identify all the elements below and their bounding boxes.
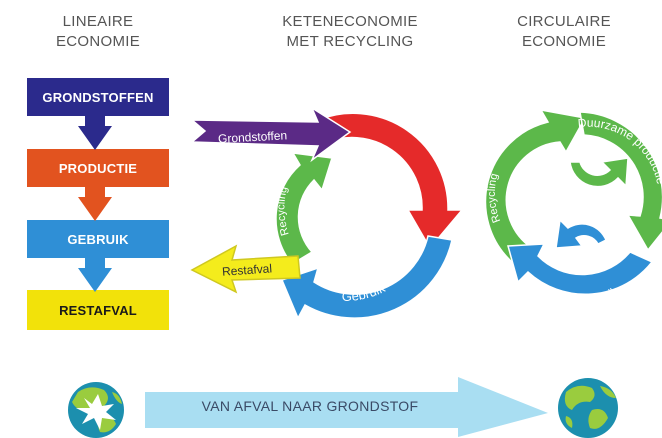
globe-right-icon <box>558 378 618 438</box>
circular-economy-title: CIRCULAIRE ECONOMIE <box>464 12 662 52</box>
chain-input-label: Grondstoffen <box>218 128 288 146</box>
chain-restafval-arrow <box>190 244 301 294</box>
linear-title-line2: ECONOMIE <box>55 33 141 50</box>
chain-title-line2: MET RECYCLING <box>286 33 414 50</box>
chain-recycling-label: Recycling <box>275 185 291 237</box>
chain-cycle: Grondstoffen Restafval Productie Gebruik… <box>189 106 464 320</box>
circular-cycle: Duurzame productie Duurzaam gebruik Recy… <box>484 108 662 308</box>
linear-title-line1: LINEAIRE <box>62 13 134 30</box>
linear-step-grondstoffen: GRONDSTOFFEN <box>27 78 169 116</box>
chain-recycling-arc <box>275 152 333 265</box>
down-arrow-2 <box>78 187 112 221</box>
circular-productie-arc <box>579 111 662 252</box>
chain-productie-arc <box>317 112 464 250</box>
circular-gebruik-arc <box>507 243 654 295</box>
linear-step-gebruik: GEBRUIK <box>27 220 169 258</box>
chain-economy-title: KETENECONOMIE MET RECYCLING <box>250 12 450 52</box>
globe-left-icon <box>68 382 124 438</box>
waste-to-resource-arrow <box>145 377 548 437</box>
down-arrow-1 <box>78 116 112 150</box>
circular-title-line2: ECONOMIE <box>521 33 607 50</box>
linear-economy-title: LINEAIRE ECONOMIE <box>0 12 198 52</box>
inner-blue-loop-icon <box>555 218 607 249</box>
chain-output-label: Restafval <box>222 261 273 278</box>
chain-title-line1: KETENECONOMIE <box>282 13 418 30</box>
inner-green-loop-icon <box>569 157 629 188</box>
down-arrow-3 <box>78 258 112 292</box>
chain-grondstoffen-arrow <box>189 106 352 163</box>
chain-gebruik-arc <box>280 235 453 320</box>
circular-title-line1: CIRCULAIRE <box>517 13 611 30</box>
linear-step-restafval: RESTAFVAL <box>27 290 169 330</box>
linear-step-productie: PRODUCTIE <box>27 149 169 187</box>
bottom-arrow-label: VAN AFVAL NAAR GRONDSTOF <box>201 398 419 414</box>
